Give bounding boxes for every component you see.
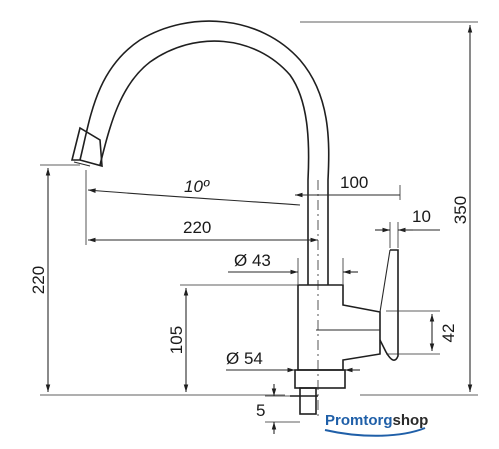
dimension-body-diameter: Ø 43	[228, 251, 358, 284]
faucet-base	[290, 369, 346, 415]
faucet-spout	[70, 20, 330, 285]
dimension-outlet-height: 220	[29, 164, 285, 396]
label-lever-height: 42	[439, 324, 458, 343]
dimension-thread: 5	[256, 384, 300, 434]
label-body-diameter: Ø 43	[234, 251, 271, 270]
label-outlet-height: 220	[29, 266, 48, 294]
dimension-angle: 10º	[85, 170, 301, 245]
dimension-total-height: 350	[300, 21, 478, 396]
dimension-base-diameter: Ø 54	[226, 349, 360, 373]
label-base-diameter: Ø 54	[226, 349, 263, 368]
brand-name-part1: Promtorg	[325, 412, 393, 429]
brand-logo: Promtorgshop	[324, 412, 428, 437]
svg-text:Promtorgshop: Promtorgshop	[325, 412, 428, 429]
label-total-height: 350	[451, 196, 470, 224]
dimension-lever-height: 42	[386, 310, 458, 355]
dimension-reach: 220	[88, 218, 318, 243]
dimension-spout-reach: 100	[295, 173, 401, 210]
label-angle: 10º	[184, 177, 210, 196]
dimension-body-height: 105	[167, 284, 298, 392]
label-spout-reach: 100	[340, 173, 368, 192]
label-reach: 220	[183, 218, 211, 237]
faucet-body	[297, 249, 399, 371]
dimension-lever-width: 10	[375, 207, 440, 248]
label-lever-width: 10	[412, 207, 431, 226]
brand-name-part2: shop	[393, 412, 429, 429]
label-body-height: 105	[167, 326, 186, 354]
label-thread: 5	[256, 401, 265, 420]
